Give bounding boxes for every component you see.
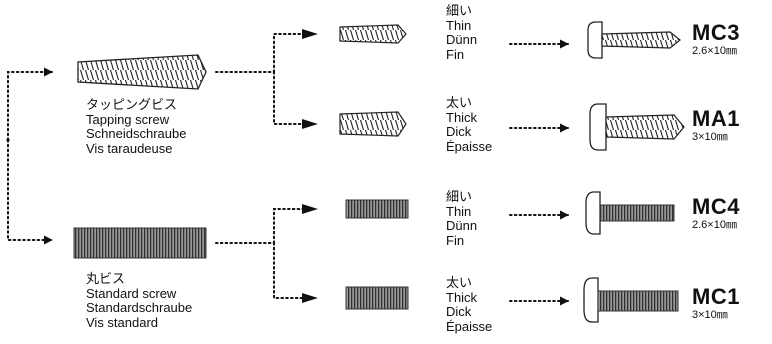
connector-root-to-standard (7, 139, 53, 245)
connector-root-to-tapping (7, 67, 53, 141)
thick-ja: 太い (446, 275, 473, 290)
thick-ja: 太い (446, 95, 473, 110)
thick-tapping-shaft (339, 111, 407, 137)
thin-ja: 細い (446, 3, 473, 18)
thick-en: Thick (446, 109, 478, 125)
size-mc4: 2.6×10㎜ (692, 219, 737, 231)
thick-label-bottom: 太い Thick Dick Épaisse (446, 275, 493, 334)
screw-mc4-image (585, 191, 675, 235)
standard-title: 丸ビス (86, 271, 126, 286)
screw-mc3-image (587, 21, 681, 59)
code-mc1: MC1 (692, 284, 740, 309)
standard-en: Standard screw (86, 285, 177, 301)
arrow-heads (302, 29, 318, 303)
thin-ja: 細い (446, 189, 473, 204)
thin-de: Dünn (446, 32, 478, 47)
root-dot (6, 138, 10, 142)
thick-label-top: 太い Thick Dick Épaisse (446, 95, 493, 154)
standard-screw-image (73, 227, 207, 259)
thick-de: Dick (446, 304, 472, 319)
tapping-screw-label: タッピングビス Tapping screw Schneidschraube Vi… (86, 97, 187, 156)
tapping-screw-image (77, 54, 207, 90)
thin-standard-shaft (345, 199, 409, 219)
standard-screw-label: 丸ビス Standard screw Standardschraube Vis … (86, 271, 193, 330)
tapping-en: Tapping screw (86, 111, 170, 127)
thick-fr: Épaisse (446, 318, 493, 334)
thick-fr: Épaisse (446, 138, 493, 154)
thin-label-bottom: 細い Thin Dünn Fin (446, 189, 478, 248)
code-mc3: MC3 (692, 20, 740, 45)
thin-fr: Fin (446, 46, 465, 62)
thin-tapping-shaft (339, 24, 407, 44)
connector-standard-split (215, 208, 313, 299)
thick-standard-shaft (345, 286, 409, 310)
code-mc4: MC4 (692, 194, 740, 219)
size-ma1: 3×10㎜ (692, 131, 728, 143)
tapping-title: タッピングビス (86, 97, 178, 112)
standard-de: Standardschraube (86, 300, 193, 315)
tapping-de: Schneidschraube (86, 126, 187, 141)
thin-label-top: 細い Thin Dünn Fin (446, 3, 478, 62)
thin-de: Dünn (446, 218, 478, 233)
thin-en: Thin (446, 203, 472, 219)
thin-fr: Fin (446, 232, 465, 248)
screw-ma1-image (589, 103, 685, 151)
tapping-fr: Vis taraudeuse (86, 140, 173, 156)
thick-en: Thick (446, 289, 478, 305)
thick-de: Dick (446, 124, 472, 139)
code-ma1: MA1 (692, 106, 740, 131)
thin-en: Thin (446, 17, 472, 33)
screw-mc1-image (583, 277, 679, 323)
size-mc3: 2.6×10㎜ (692, 45, 737, 57)
size-mc1: 3×10㎜ (692, 309, 728, 321)
standard-fr: Vis standard (86, 314, 159, 330)
connector-tapping-split (215, 33, 313, 125)
